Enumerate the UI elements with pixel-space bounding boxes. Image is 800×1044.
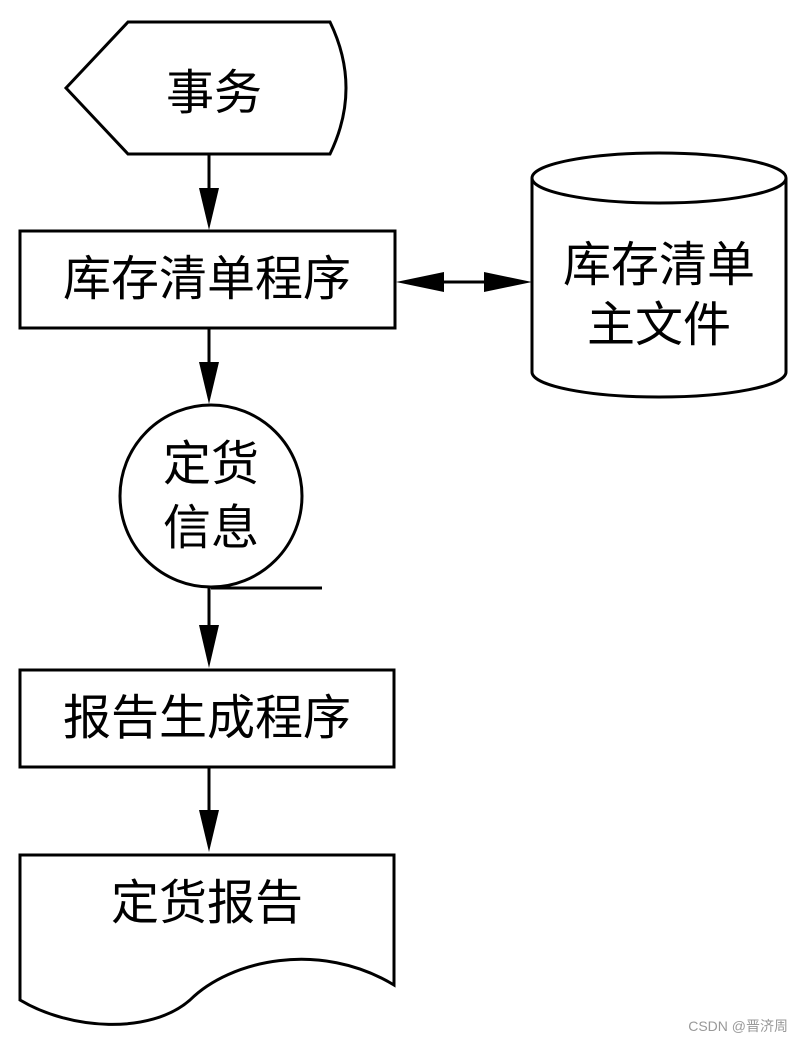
- order-info-label-line2: 信息: [163, 500, 259, 556]
- transaction-label: 事务: [166, 65, 262, 121]
- arrow-report-program-to-report: [199, 767, 219, 852]
- order-info-node: 定货 信息: [118, 403, 322, 590]
- inventory-program-label: 库存清单程序: [63, 251, 351, 307]
- arrow-order-info-to-report-program: [199, 588, 219, 668]
- arrow-program-master-file: [396, 272, 532, 292]
- master-file-label-line2: 主文件: [587, 297, 731, 353]
- master-file-node: 库存清单 主文件: [530, 151, 788, 399]
- report-program-node: 报告生成程序: [18, 668, 396, 769]
- order-report-label: 定货报告: [111, 875, 303, 931]
- arrow-program-to-order-info: [199, 328, 219, 404]
- report-program-label: 报告生成程序: [63, 690, 351, 746]
- transaction-node: 事务: [63, 20, 348, 156]
- arrow-transaction-to-program: [199, 154, 219, 230]
- order-info-label-line1: 定货: [163, 436, 259, 492]
- order-report-node: 定货报告: [18, 853, 396, 1026]
- watermark: CSDN @晋济周: [688, 1018, 788, 1034]
- master-file-label-line1: 库存清单: [563, 237, 755, 293]
- inventory-program-node: 库存清单程序: [18, 229, 397, 330]
